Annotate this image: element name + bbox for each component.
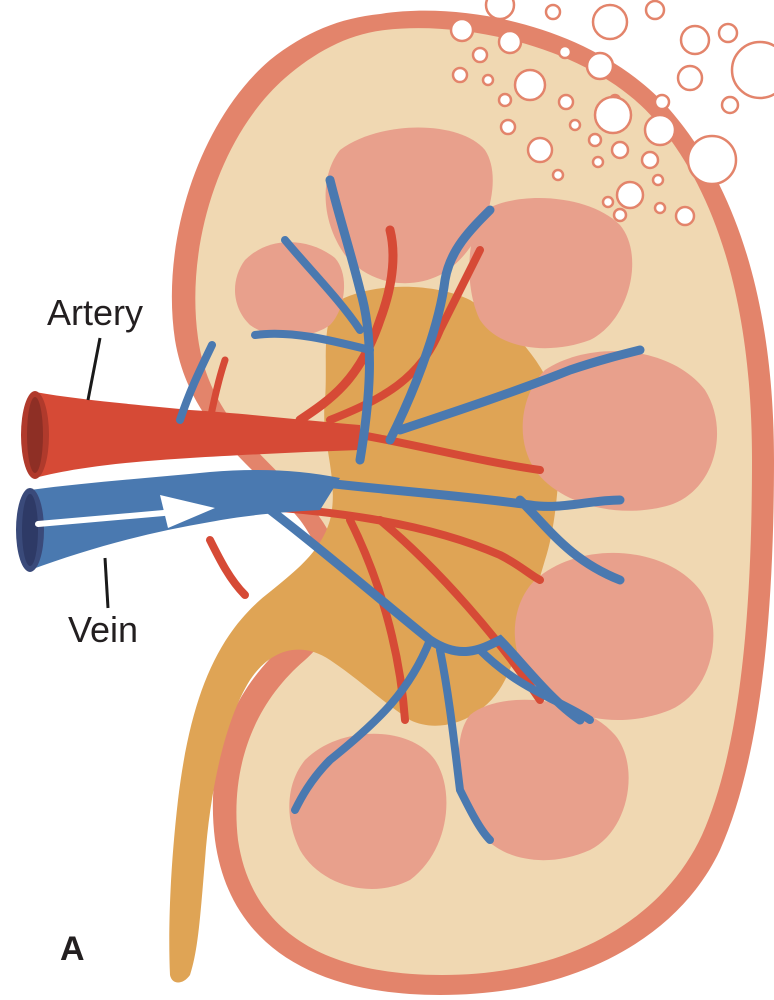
bubble [676, 207, 694, 225]
bubble [653, 175, 663, 185]
vein-leader-line [105, 558, 108, 608]
bubble [646, 1, 664, 19]
artery-leader-line [88, 338, 100, 400]
bubble [559, 46, 571, 58]
bubble [451, 19, 473, 41]
bubble [655, 95, 669, 109]
artery-label: Artery [47, 292, 143, 333]
bubble [612, 142, 628, 158]
bubble [732, 42, 774, 98]
bubble [546, 5, 560, 19]
bubble [499, 31, 521, 53]
bubble [486, 0, 514, 19]
bubble [593, 5, 627, 39]
bubble [595, 97, 631, 133]
bubble [515, 70, 545, 100]
bubble [499, 94, 511, 106]
pyramid-bottom-left [289, 734, 446, 889]
bubble [614, 209, 626, 221]
bubble [553, 170, 563, 180]
bubble [501, 120, 515, 134]
bubble [473, 48, 487, 62]
bubble [617, 182, 643, 208]
bubble [722, 97, 738, 113]
bubble [719, 24, 737, 42]
bubble [655, 203, 665, 213]
bubble [587, 53, 613, 79]
vein-label: Vein [68, 609, 138, 650]
bubble [559, 95, 573, 109]
bubble [589, 134, 601, 146]
bubble [483, 75, 493, 85]
bubble [593, 157, 603, 167]
bubble [681, 26, 709, 54]
vein-lumen-inner [22, 494, 38, 566]
bubble [642, 152, 658, 168]
bubble [603, 197, 613, 207]
bubble [678, 66, 702, 90]
bubble [570, 120, 580, 130]
artery-branch-low-left [210, 540, 245, 595]
artery-lumen-inner [27, 397, 43, 473]
bubble [453, 68, 467, 82]
panel-label: A [60, 930, 85, 968]
bubble [645, 115, 675, 145]
bubble [688, 136, 736, 184]
bubble [528, 138, 552, 162]
pyramid-upper-right [469, 198, 632, 348]
